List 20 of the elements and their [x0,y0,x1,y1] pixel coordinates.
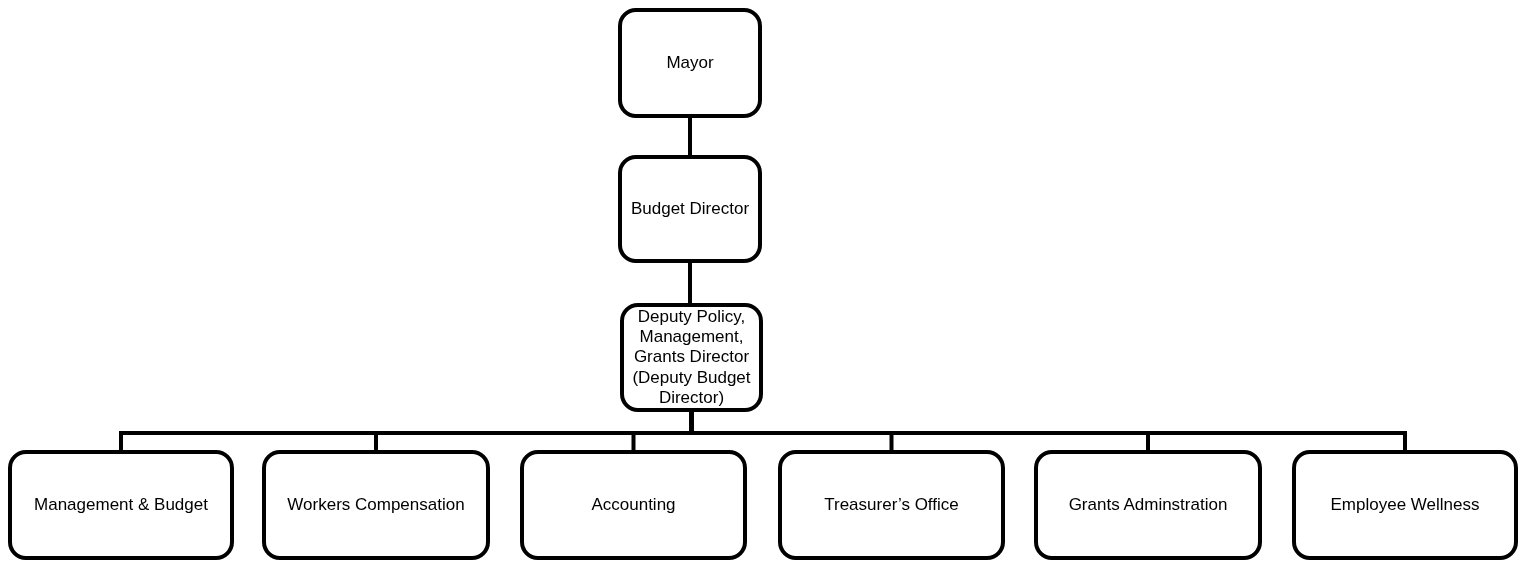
org-box [620,303,763,412]
org-box [1034,450,1262,560]
org-box [520,450,747,560]
connector-line [688,263,692,303]
box-label: Deputy Policy, Management, Grants Director (Deputy Budget Director) [631,306,752,409]
box-label: Workers Compensation [287,494,465,516]
box-label: Budget Director [630,198,750,220]
box-label: Mayor [666,52,714,74]
box-label: Accounting [591,494,676,516]
org-box [618,8,762,118]
box-label: Management & Budget [34,494,208,516]
box-label: Treasurer’s Office [824,494,959,516]
org-box [8,450,234,560]
box-label: Employee Wellness [1330,494,1480,516]
org-box [778,450,1005,560]
org-box [262,450,490,560]
connector-line [688,118,692,155]
org-box [1292,450,1518,560]
box-label: Grants Adminstration [1068,494,1228,516]
org-box [618,155,762,263]
